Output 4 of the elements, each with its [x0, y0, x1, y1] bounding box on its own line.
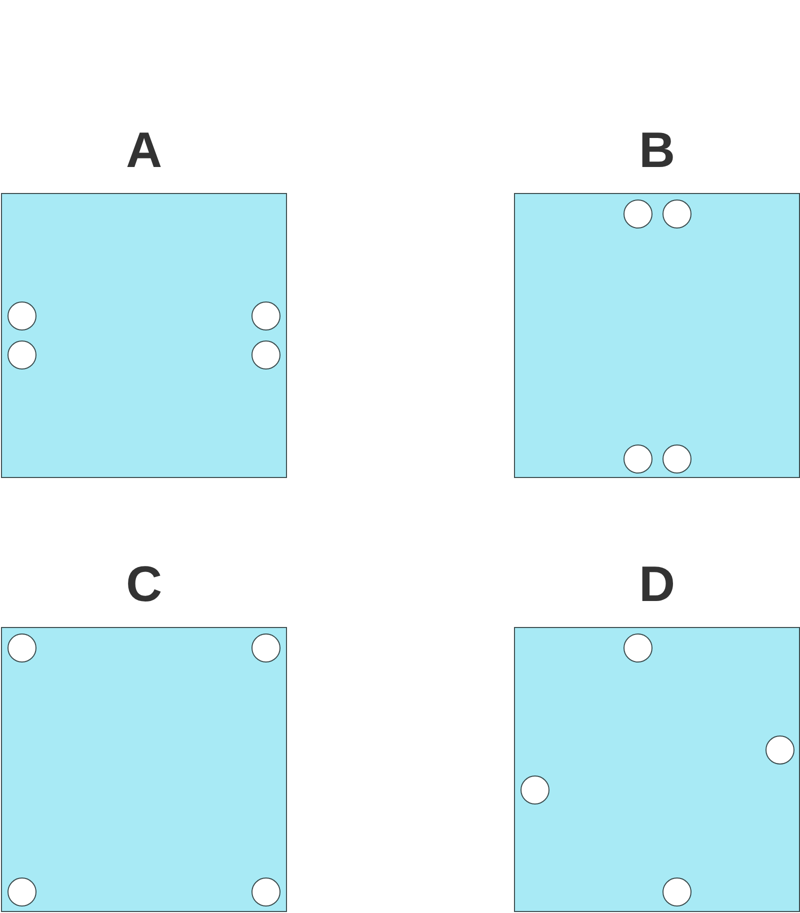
panel-letter: D	[638, 555, 676, 614]
panel-letter: A	[126, 121, 162, 180]
panel-letter: B	[638, 121, 676, 180]
panel-letter: C	[126, 555, 162, 614]
